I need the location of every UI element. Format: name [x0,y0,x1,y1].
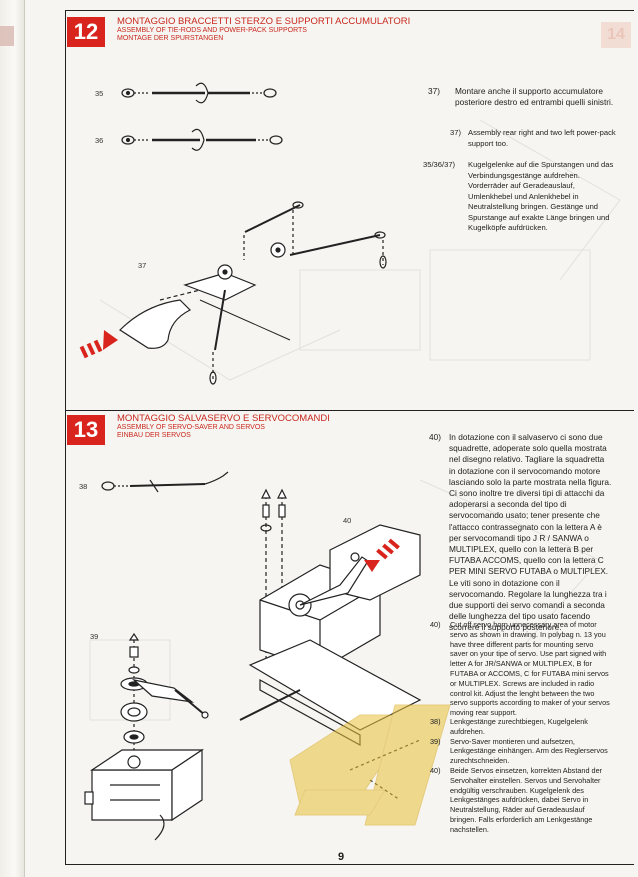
section13-text-it: 40) In dotazione con il salvaservo ci so… [429,432,613,634]
tie-rod-36-drawing [121,128,283,151]
step-badge-12: 12 [67,17,105,47]
de-item-38: 38) Lenkgestänge zurechtbiegen, Kugelgel… [430,717,610,737]
section13-text-en: 40) Cut off servo horn unnecessary area … [430,620,610,718]
bottom-rule [65,864,634,865]
section12-title: MONTAGGIO BRACCETTI STERZO E SUPPORTI AC… [117,17,410,43]
part-label-40: 40 [343,516,352,525]
step-number: 40) [430,765,441,775]
section12-text-it: 37) Montare anche il supporto accumulato… [428,86,620,108]
instruction-text: Cut off servo horn unnecessary area of m… [450,620,610,718]
section13-text-de: 38) Lenkgestänge zurechtbiegen, Kugelgel… [430,717,610,835]
section13-title: MONTAGGIO SALVASERVO E SERVOCOMANDI ASSE… [117,414,330,440]
instruction-text: Beide Servos einsetzen, korrekten Abstan… [450,765,603,834]
de-item-40: 40) Beide Servos einsetzen, korrekten Ab… [430,765,610,835]
top-rule [65,10,634,11]
tie-rod-35-drawing [121,82,277,104]
page-number: 9 [338,851,345,863]
instruction-text: In dotazione con il salvaservo ci sono d… [449,432,612,633]
section13-title-en: ASSEMBLY OF SERVO-SAVER AND SERVOS [117,424,265,431]
part-label-39: 39 [90,632,99,641]
instruction-text: Lenkgestänge zurechtbiegen, Kugelgelenk … [450,717,588,736]
section12-text-de: 35/36/37) Kugelgelenke auf die Spurstang… [423,160,618,234]
section13-title-it: MONTAGGIO SALVASERVO E SERVOCOMANDI [117,413,330,424]
step-number: 40) [429,432,441,442]
step-number: 40) [430,620,441,629]
step-number: 37) [450,128,461,137]
step-number: 39) [430,736,441,746]
section13-title-de: EINBAU DER SERVOS [117,432,191,439]
instruction-text: Assembly rear right and two left power-p… [468,128,616,148]
de-item-39: 39) Servo-Saver montieren und aufsetzen,… [430,736,610,766]
servo-saver-stack-drawing [84,632,209,841]
part-label-38: 38 [79,482,88,491]
section12-text-en: 37) Assembly rear right and two left pow… [450,128,616,149]
instruction-text: Kugelgelenke auf die Spurstangen und das… [468,160,614,232]
step-number: 35/36/37) [423,160,456,169]
section-divider [65,410,634,411]
steering-link-38-drawing [101,471,229,493]
page-binding-edge [0,0,25,877]
instruction-text: Montare anche il supporto accumulatore p… [455,86,614,108]
section12-title-en: ASSEMBLY OF TIE-RODS AND POWER-PACK SUPP… [117,27,307,34]
page-frame [65,10,635,865]
ghost-step-badge: 14 [601,22,631,48]
section12-title-it: MONTAGGIO BRACCETTI STERZO E SUPPORTI AC… [117,16,411,27]
step-badge-13: 13 [67,415,105,445]
servo-assembly-drawing [239,488,422,801]
instruction-text: Servo-Saver montieren und aufsetzen, Len… [450,736,608,766]
section12-title-de: MONTAGE DER SPURSTANGEN [117,35,224,42]
step-number: 37) [428,86,440,96]
part-label-37: 37 [138,261,147,270]
part-label-35: 35 [95,89,104,98]
steering-assembly-drawing [119,201,387,385]
binding-tab [0,26,14,46]
part-label-36: 36 [95,136,104,145]
step-number: 38) [430,717,441,726]
